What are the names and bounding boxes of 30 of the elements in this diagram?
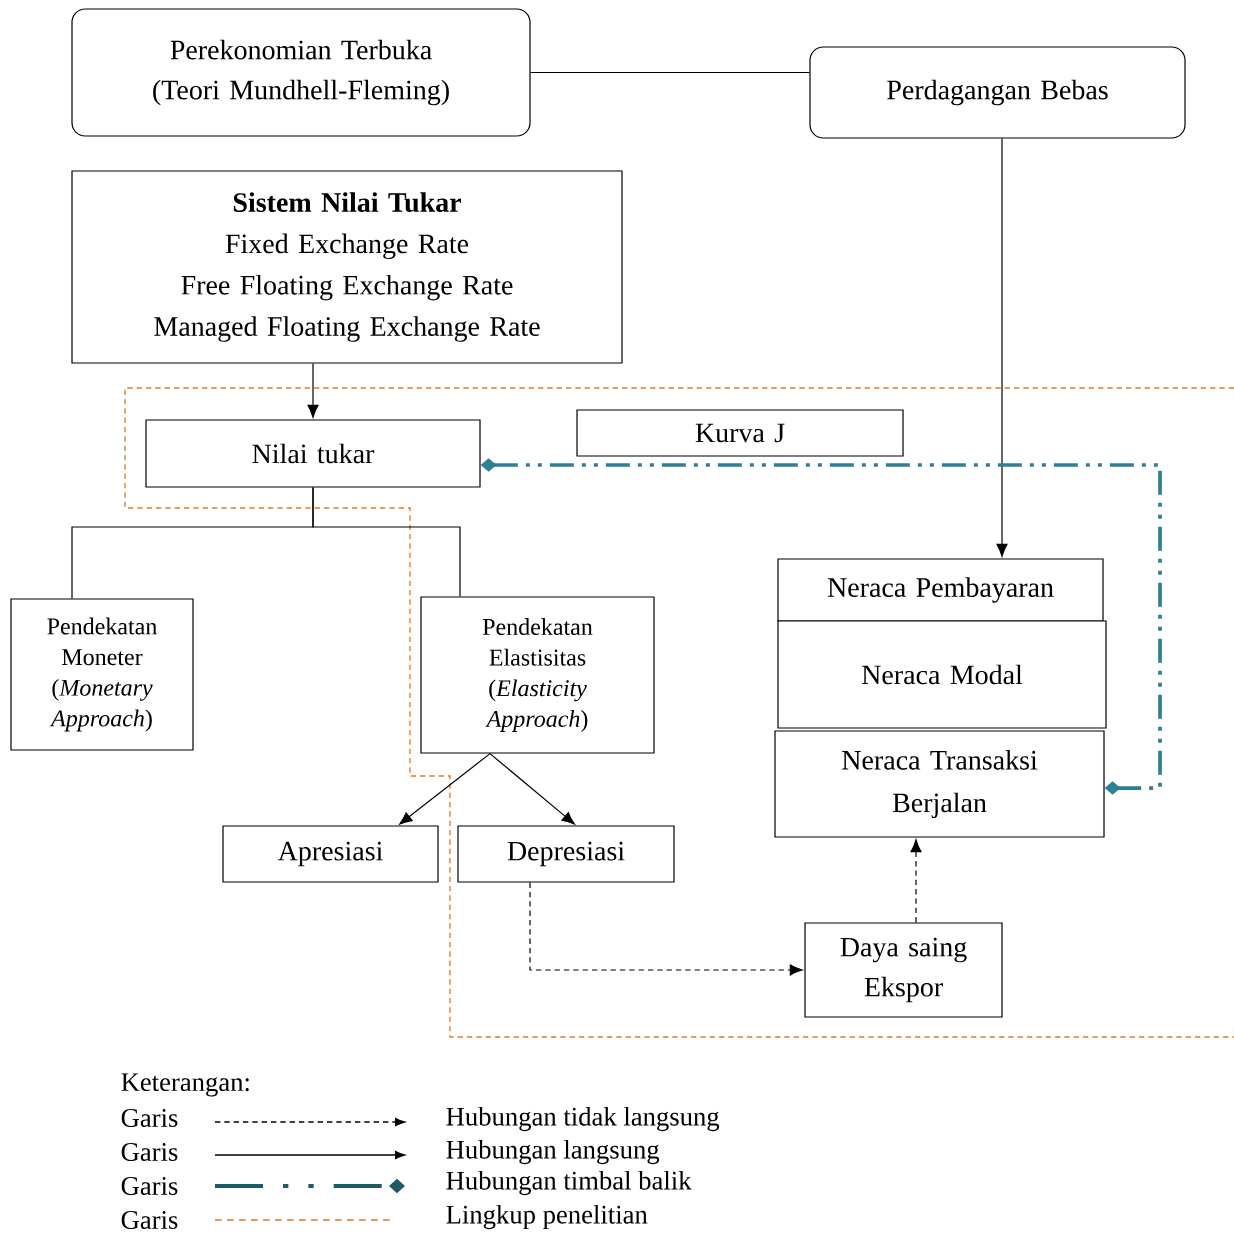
text-box: Depresiasi xyxy=(457,825,675,883)
text-box: Apresiasi xyxy=(222,825,439,883)
row-label: Garis xyxy=(121,1177,178,1195)
text-box: Neraca Modal xyxy=(777,620,1107,729)
arrow xyxy=(910,839,922,923)
text-box: Kurva J xyxy=(576,409,904,457)
text-box: Daya saing Ekspor xyxy=(804,922,1003,1018)
arrow xyxy=(307,363,319,418)
text-box: Neraca Transaksi Berjalan xyxy=(774,730,1105,838)
arrow xyxy=(489,753,575,825)
arrow xyxy=(399,753,491,825)
text-box: Pendekatan Elastisitas (Elasticity Approach) xyxy=(420,596,655,754)
text-box: Nilai tukar xyxy=(145,419,481,488)
legend-text: Hubungan langsung xyxy=(446,1139,660,1165)
legend-text: Hubungan timbal balik xyxy=(446,1170,692,1196)
row-label: Garis xyxy=(121,1143,178,1161)
row-label: Garis xyxy=(121,1109,178,1127)
text-box: Sistem Nilai Tukar Fixed Exchange Rate Free Floating Exchange Rate Managed Floating Exchange Rate xyxy=(71,170,623,364)
rounded-box: Perekonomian Terbuka (Teori Mundhell-Fleming) xyxy=(71,8,531,137)
legend-text: Lingkup penelitian xyxy=(446,1204,648,1230)
connector-line xyxy=(530,71,810,74)
connector-line xyxy=(312,487,461,597)
legend-heading: Keterangan: xyxy=(121,1073,249,1097)
arrow xyxy=(996,138,1008,557)
rounded-box: Perdagangan Bebas xyxy=(809,46,1186,139)
text-box: Pendekatan Moneter (Monetary Approach) xyxy=(10,598,194,751)
arrow xyxy=(529,882,803,976)
text-box: Neraca Pembayaran xyxy=(777,558,1104,622)
row-label: Garis xyxy=(121,1211,178,1229)
legend-text: Hubungan tidak langsung xyxy=(446,1106,720,1132)
